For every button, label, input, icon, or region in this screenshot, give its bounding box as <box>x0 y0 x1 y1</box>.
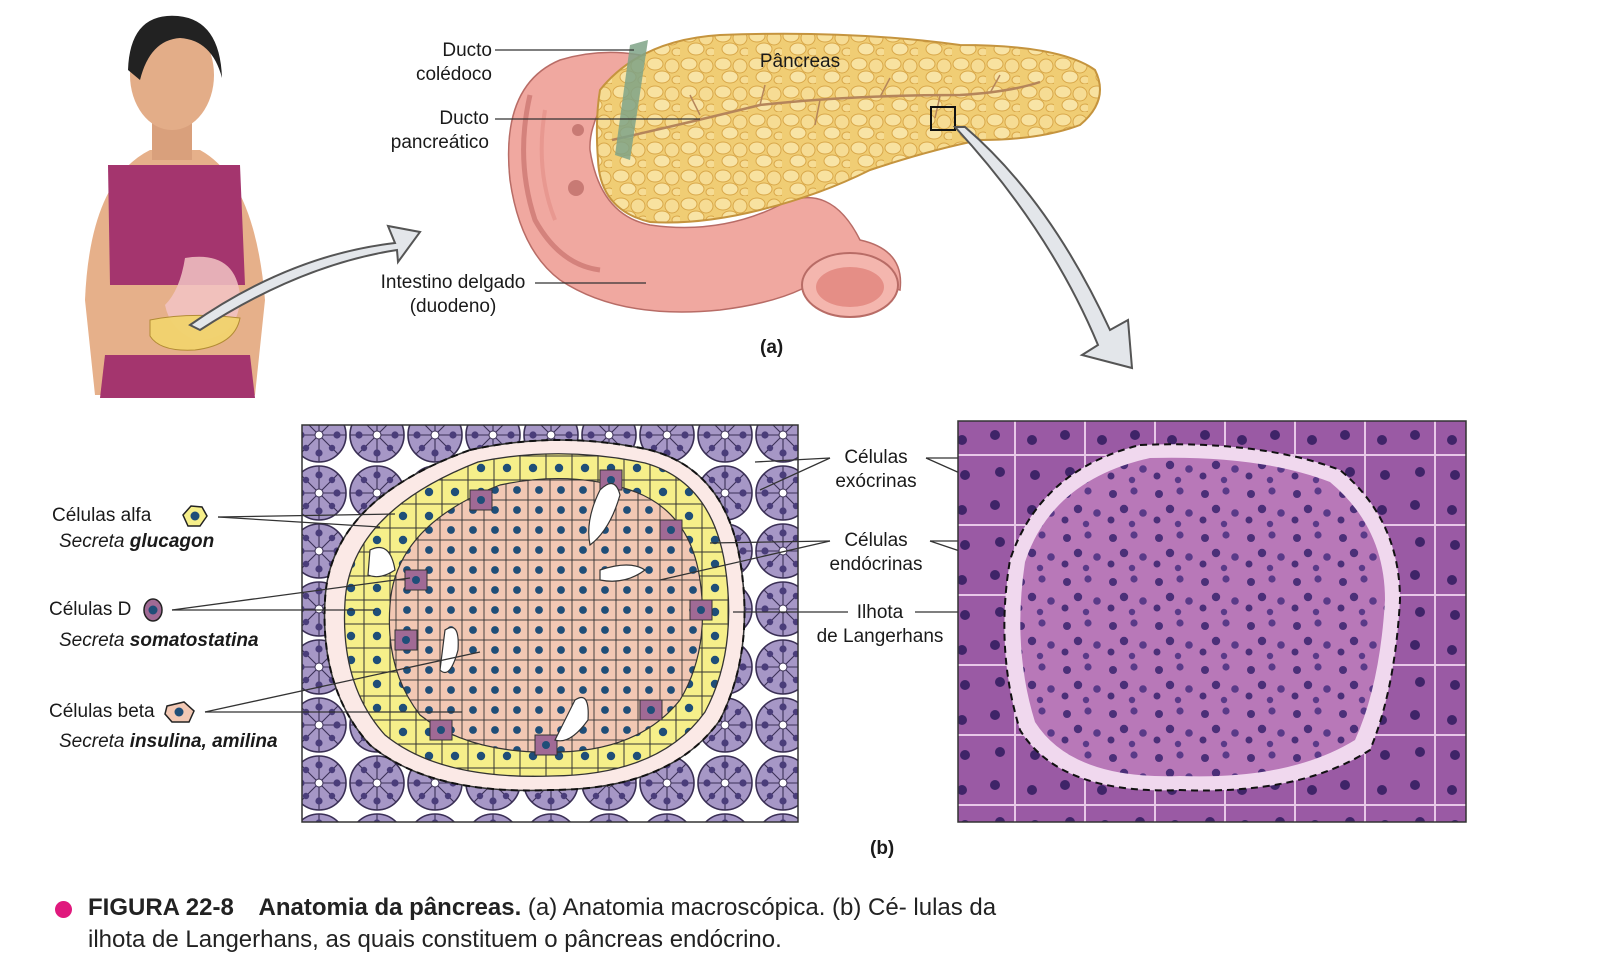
d-secreta-hormone: somatostatina <box>129 630 259 651</box>
d-secreta-prefix: Secreta <box>59 630 125 651</box>
label-celulas-alfa: Células alfa <box>52 505 152 526</box>
label-intestino-line2: (duodeno) <box>409 296 497 317</box>
caption-body: (a) Anatomia macroscópica. (b) Cé- lulas… <box>88 894 997 953</box>
panel-a-tag: (a) <box>760 337 784 358</box>
label-alfa-secreta: Secreta glucagon <box>59 531 214 553</box>
panel-a-leaders <box>495 49 700 284</box>
label-endocrinas-line1: Células <box>844 530 908 551</box>
caption-figure-number: FIGURA 22-8 <box>88 894 234 921</box>
islet-schematic <box>301 424 799 823</box>
islet-micrograph <box>957 420 1467 823</box>
zoom-arrow-b <box>952 126 1134 370</box>
label-exocrinas-line2: exócrinas <box>835 471 917 492</box>
label-ducto-coledoco-line1: Ducto <box>442 40 492 61</box>
label-d-secreta: Secreta somatostatina <box>59 630 259 652</box>
beta-secreta-hormone: insulina, amilina <box>129 731 278 752</box>
label-ducto-coledoco: Ducto colédoco <box>400 39 492 87</box>
panel-b-left-leaders <box>171 513 481 713</box>
label-intestino-delgado: Intestino delgado (duodeno) <box>365 271 541 319</box>
label-ducto-pancreatico-line1: Ducto <box>439 108 489 129</box>
label-celulas-d: Células D <box>49 599 132 620</box>
figure-caption: FIGURA 22-8 Anatomia da pâncreas. (a) An… <box>55 892 1015 956</box>
woman-figure <box>85 15 265 398</box>
label-endocrinas-line2: endócrinas <box>829 554 923 575</box>
panel-b-tag: (b) <box>870 838 895 859</box>
label-exocrinas-line1: Células <box>844 447 908 468</box>
alfa-secreta-prefix: Secreta <box>59 531 125 552</box>
caption-bullet-icon <box>55 901 72 918</box>
beta-secreta-prefix: Secreta <box>59 731 125 752</box>
label-ducto-pancreatico-line2: pancreático <box>390 132 489 153</box>
label-ilhota-line1: Ilhota <box>856 602 904 623</box>
zoom-arrow-a <box>188 224 422 332</box>
alfa-secreta-hormone: glucagon <box>129 531 215 552</box>
caption-title: Anatomia da pâncreas. <box>258 894 522 921</box>
label-intestino-line1: Intestino delgado <box>380 272 526 293</box>
label-celulas-exocrinas: Células exócrinas <box>815 446 937 494</box>
caption-text-block: FIGURA 22-8 Anatomia da pâncreas. (a) An… <box>88 892 1015 956</box>
label-celulas-beta: Células beta <box>49 701 155 722</box>
label-ilhota-line2: de Langerhans <box>816 626 944 647</box>
label-ilhota-langerhans: Ilhota de Langerhans <box>805 601 955 649</box>
label-celulas-endocrinas: Células endócrinas <box>815 529 937 577</box>
label-ducto-pancreatico: Ducto pancreático <box>365 107 489 155</box>
label-pancreas: Pâncreas <box>759 51 841 72</box>
label-beta-secreta: Secreta insulina, amilina <box>59 731 278 753</box>
pancreas-organ <box>595 32 1101 224</box>
duodenum <box>507 51 902 318</box>
label-ducto-coledoco-line2: colédoco <box>415 64 492 85</box>
